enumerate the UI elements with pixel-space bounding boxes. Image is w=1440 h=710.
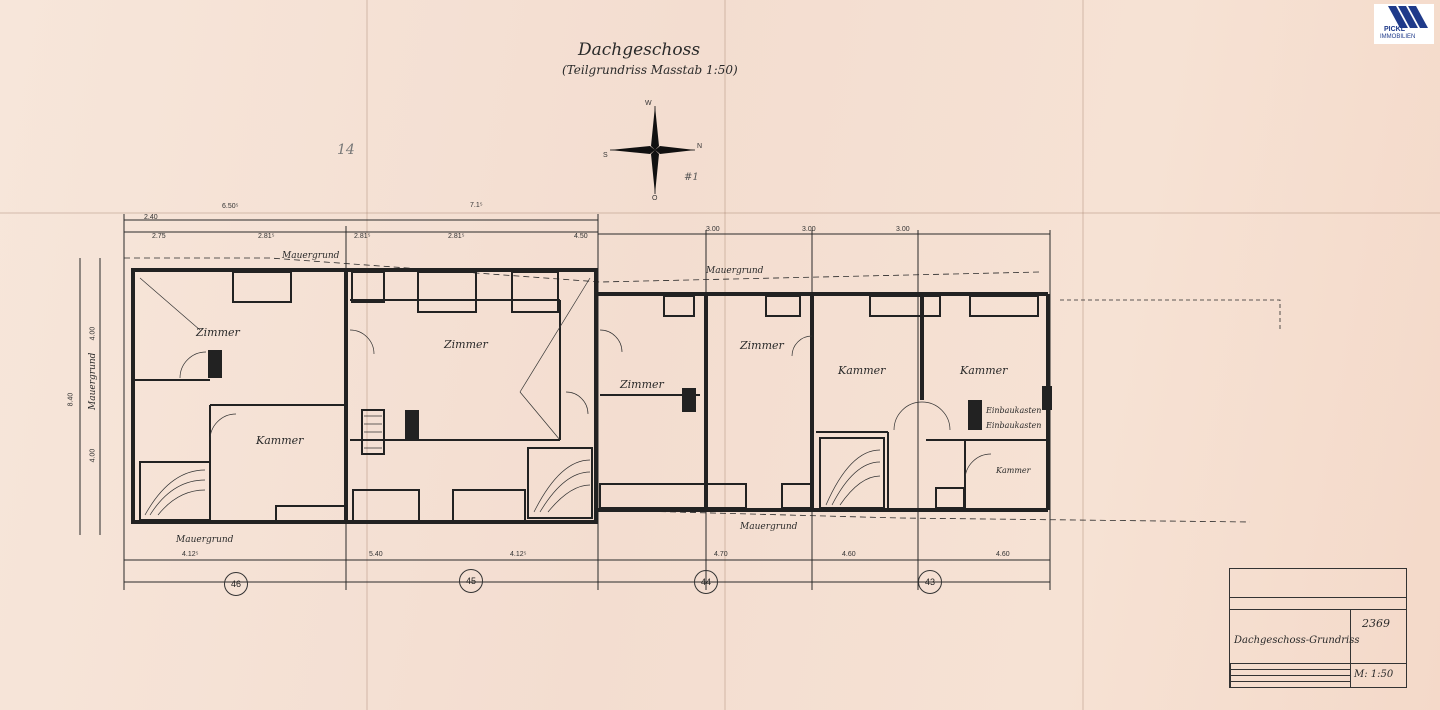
drawing-number: 2369 xyxy=(1362,617,1390,630)
mauergrund-vertical-label: Mauergrund xyxy=(88,352,98,410)
dimension-label: 4.00 xyxy=(89,448,97,463)
dimension-label: 4.12⁵ xyxy=(182,551,199,558)
dimension-label: 6.50⁵ xyxy=(222,203,239,210)
axis-marker: 45 xyxy=(459,569,483,593)
title-block-rule xyxy=(1230,663,1406,664)
drawing-subtitle: (Teilgrundriss Masstab 1:50) xyxy=(562,63,738,77)
dimension-label: 4.12⁵ xyxy=(510,551,527,558)
title-block-rule xyxy=(1230,597,1406,598)
dimension-label: 8.40 xyxy=(67,392,75,407)
dimension-label: 2.40 xyxy=(144,214,158,221)
dimension-label: 4.60 xyxy=(996,551,1010,558)
title-block-rule xyxy=(1230,681,1350,682)
dimension-label: 4.60 xyxy=(842,551,856,558)
dimension-label: 4.70 xyxy=(714,551,728,558)
axis-marker: 44 xyxy=(694,570,718,594)
compass-rose-icon xyxy=(610,106,695,194)
room-label: Kammer xyxy=(256,434,304,447)
fold-line xyxy=(724,0,726,710)
logo-mark-icon xyxy=(1388,6,1428,28)
fold-line xyxy=(366,0,368,710)
drawing-title: Dachgeschoss xyxy=(578,40,701,60)
einbaukasten-label: Einbaukasten xyxy=(986,406,1042,415)
dimension-label: 4.00 xyxy=(89,326,97,341)
logo-text-immobilien: IMMOBILIEN xyxy=(1380,34,1416,40)
fold-line xyxy=(1082,0,1084,710)
mauergrund-label: Mauergrund xyxy=(740,522,798,532)
drawing-name: Dachgeschoss-Grundriss xyxy=(1234,635,1360,646)
room-label: Zimmer xyxy=(444,338,488,351)
room-label: Zimmer xyxy=(740,339,784,352)
axis-marker: 46 xyxy=(224,572,248,596)
reference-mark: #1 xyxy=(684,172,699,183)
dimension-label: 7.1⁵ xyxy=(470,202,483,209)
title-block: 2369 Dachgeschoss-Grundriss M: 1:50 xyxy=(1229,568,1407,688)
title-block-rule xyxy=(1350,609,1351,687)
dimension-label: 5.40 xyxy=(369,551,383,558)
axis-marker: 43 xyxy=(918,570,942,594)
mauergrund-label: Mauergrund xyxy=(282,251,340,261)
title-block-rule xyxy=(1230,663,1231,687)
dimension-label: 3.00 xyxy=(802,226,816,233)
compass-label-o: O xyxy=(652,195,658,202)
room-label: Kammer xyxy=(838,364,886,377)
compass-label-w: W xyxy=(645,100,652,107)
einbaukasten-label: Einbaukasten xyxy=(986,421,1042,430)
mauergrund-label: Mauergrund xyxy=(176,535,234,545)
room-label: Kammer xyxy=(996,466,1031,475)
mauergrund-label: Mauergrund xyxy=(706,266,764,276)
room-label: Zimmer xyxy=(620,378,664,391)
compass-label-s: S xyxy=(603,152,608,159)
dimension-label: 2.75 xyxy=(152,233,166,240)
room-label: Kammer xyxy=(960,364,1008,377)
dimension-label: 4.50 xyxy=(574,233,588,240)
pencil-mark: 14 xyxy=(337,142,355,158)
fold-line xyxy=(0,212,1440,214)
dimension-label: 3.00 xyxy=(896,226,910,233)
dimension-label: 2.81⁵ xyxy=(258,233,275,240)
room-label: Zimmer xyxy=(196,326,240,339)
logo-text-pickl: PICKL xyxy=(1384,26,1405,33)
dimension-label: 3.00 xyxy=(706,226,720,233)
dimension-label: 2.81⁵ xyxy=(354,233,371,240)
dimension-label: 2.81⁵ xyxy=(448,233,465,240)
compass-label-n: N xyxy=(697,143,703,150)
company-logo: PICKL IMMOBILIEN xyxy=(1374,4,1434,44)
title-block-rule xyxy=(1230,669,1350,670)
title-block-rule xyxy=(1230,675,1350,676)
drawing-scale: M: 1:50 xyxy=(1354,669,1394,680)
title-block-rule xyxy=(1230,609,1406,610)
